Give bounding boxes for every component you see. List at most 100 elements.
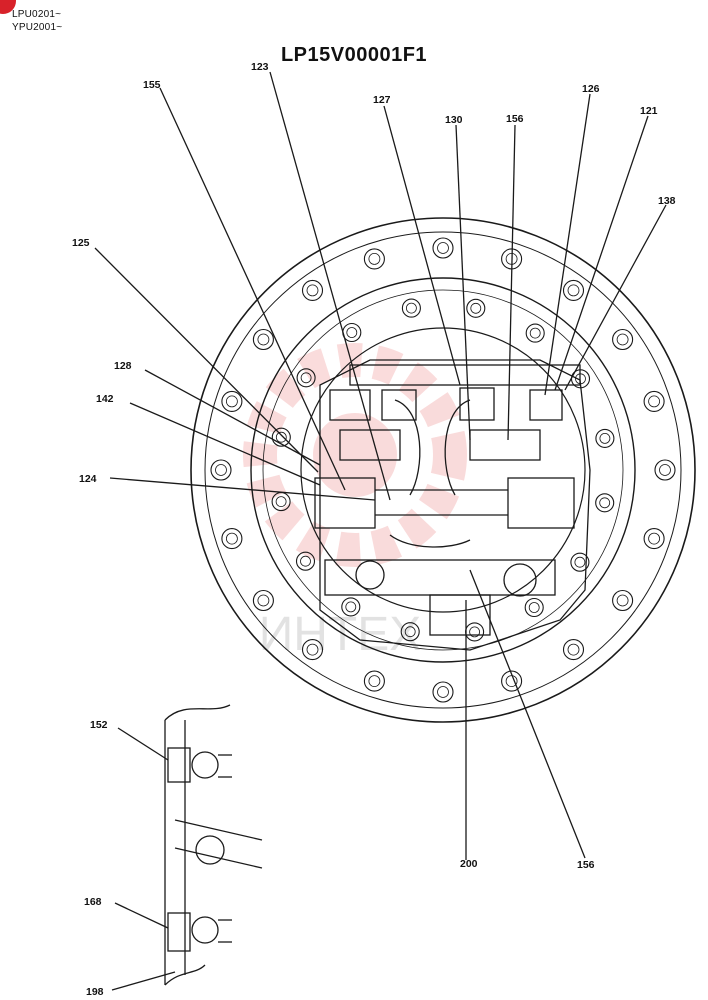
callout-152: 152: [90, 719, 108, 731]
bolt-hole-inner: [215, 464, 227, 476]
flange-housing: [190, 217, 696, 723]
bolt-hole-inner: [469, 626, 481, 638]
bolt-hole-inner: [275, 496, 287, 508]
bolt-hole-inner: [599, 497, 611, 509]
bolt-hole-inner: [567, 643, 580, 656]
bolt-hole: [252, 589, 274, 612]
bolt-hole: [400, 622, 420, 642]
bolt-hole: [341, 597, 361, 617]
plug-121: [529, 389, 563, 421]
bolt-hole-inner: [470, 302, 482, 314]
callout-128: 128: [114, 360, 132, 372]
bolt-hole-inner: [300, 555, 311, 567]
bolt-hole-inner: [275, 431, 287, 443]
plug-155: [329, 389, 371, 421]
bolt-hole: [570, 552, 590, 572]
bolt-hole: [221, 390, 243, 412]
bolt-hole-inner: [404, 626, 416, 638]
bolt-hole: [595, 493, 615, 513]
bolt-hole: [501, 670, 523, 692]
bolt-hole: [654, 459, 676, 481]
bolt-hole-inner: [616, 594, 629, 607]
bolt-hole-inner: [437, 686, 449, 698]
leader-lines: [94, 71, 667, 991]
bolt-hole-inner: [599, 432, 611, 444]
bolt-hole-inner: [368, 675, 381, 687]
watermark-text: ИНТЕХ: [259, 608, 422, 661]
bolt-hole: [612, 589, 634, 612]
bolt-hole: [363, 670, 385, 692]
bolt-hole-inner: [405, 302, 417, 314]
callout-138: 138: [658, 195, 676, 207]
bolt-hole-inner: [528, 602, 540, 613]
callout-121: 121: [640, 105, 658, 117]
bolt-hole: [643, 390, 665, 412]
bolt-hole-inner: [225, 532, 238, 545]
bolt-hole: [562, 279, 585, 301]
bolt-hole-inner: [659, 464, 671, 476]
bolt-hole: [271, 492, 291, 512]
bolt-hole: [363, 248, 385, 270]
callout-168: 168: [84, 896, 102, 908]
bolt-hole-inner: [306, 284, 319, 297]
bolt-hole: [301, 639, 324, 661]
detail-view: [164, 704, 263, 986]
callout-142: 142: [96, 393, 114, 405]
callout-200: 200: [460, 858, 478, 870]
bolt-hole-inner: [529, 327, 541, 339]
bolt-hole-inner: [257, 594, 270, 607]
callout-labels: 155 123 127 130 156 126 121 138 125 128 …: [72, 61, 676, 998]
callout-156-bottom: 156: [577, 859, 595, 871]
callout-126: 126: [582, 83, 600, 95]
plug-124-right: [507, 477, 575, 529]
bolt-hole: [301, 279, 324, 301]
bolt-hole-inner: [257, 333, 270, 346]
bolt-hole: [401, 298, 421, 318]
bolt-hole: [465, 622, 485, 642]
bolt-hole-inner: [306, 643, 319, 656]
bolt-hole: [252, 328, 274, 351]
serial-range-2: YPU2001~: [12, 22, 63, 33]
bolt-hole-inner: [574, 556, 586, 568]
bolt-hole: [595, 428, 615, 448]
callout-198: 198: [86, 986, 104, 998]
bolt-hole-inner: [368, 252, 381, 265]
bolt-hole: [612, 328, 634, 351]
drawing-title: LP15V00001F1: [280, 44, 428, 66]
bolt-hole: [296, 368, 316, 388]
bolt-hole: [466, 298, 486, 318]
bolt-hole-inner: [437, 242, 449, 254]
bolt-hole: [210, 459, 232, 481]
bolt-hole-inner: [346, 327, 358, 338]
bolt-hole: [643, 528, 665, 550]
bolt-hole-inner: [648, 532, 660, 545]
bolt-hole: [562, 639, 585, 661]
bolt-hole-inner: [300, 372, 312, 384]
callout-156-top: 156: [506, 113, 524, 125]
bolt-hole: [342, 322, 362, 343]
bolt-hole: [221, 528, 243, 550]
callout-127: 127: [373, 94, 391, 106]
serial-range-1: LPU0201~: [12, 9, 62, 20]
bolt-hole: [432, 237, 454, 259]
bolt-hole: [525, 323, 545, 343]
bolt-hole-inner: [616, 333, 629, 346]
bolt-hole-inner: [345, 601, 357, 613]
bolt-hole-inner: [225, 395, 238, 408]
callout-155: 155: [143, 79, 161, 91]
bolt-hole-inner: [567, 284, 580, 297]
bolt-hole: [432, 681, 454, 703]
callout-124: 124: [79, 473, 97, 485]
bolt-hole: [524, 597, 544, 618]
callout-123: 123: [251, 61, 269, 73]
callout-130: 130: [445, 114, 463, 126]
bolt-hole-inner: [648, 395, 660, 408]
bolt-hole: [271, 427, 291, 447]
bolt-hole: [295, 551, 316, 571]
outer-bolt-holes: [210, 237, 676, 703]
callout-125: 125: [72, 237, 90, 249]
watermark: ИНТЕХ: [243, 343, 467, 661]
valve-body: [314, 359, 591, 651]
plug-124-left: [314, 477, 376, 529]
